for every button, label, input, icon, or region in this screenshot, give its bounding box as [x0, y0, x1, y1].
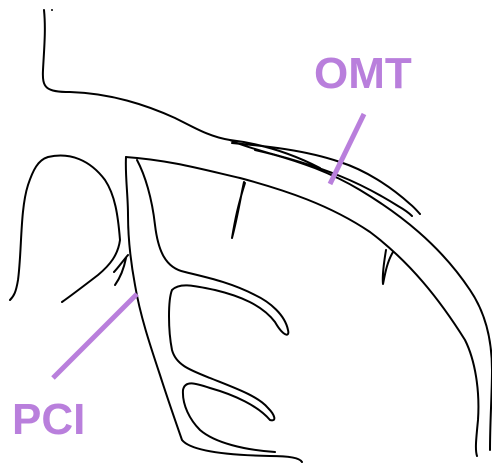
- large-artery-outer-wall: [126, 157, 478, 456]
- small-left-sliver: [114, 255, 128, 272]
- pci-vessel-inner-wall: [137, 160, 288, 452]
- omt-annotation: OMT: [314, 49, 412, 184]
- main-trunk-left-wall: [43, 10, 320, 168]
- pci-pointer-line: [53, 294, 137, 378]
- left-loop-vessel: [10, 156, 120, 302]
- pci-inner-branch: [115, 258, 126, 285]
- omt-label: OMT: [314, 49, 412, 98]
- pci-label: PCI: [12, 395, 85, 444]
- pci-annotation: PCI: [12, 294, 137, 444]
- side-branch-1: [232, 182, 245, 238]
- side-branch-2: [383, 250, 393, 284]
- omt-pointer-line: [330, 114, 364, 184]
